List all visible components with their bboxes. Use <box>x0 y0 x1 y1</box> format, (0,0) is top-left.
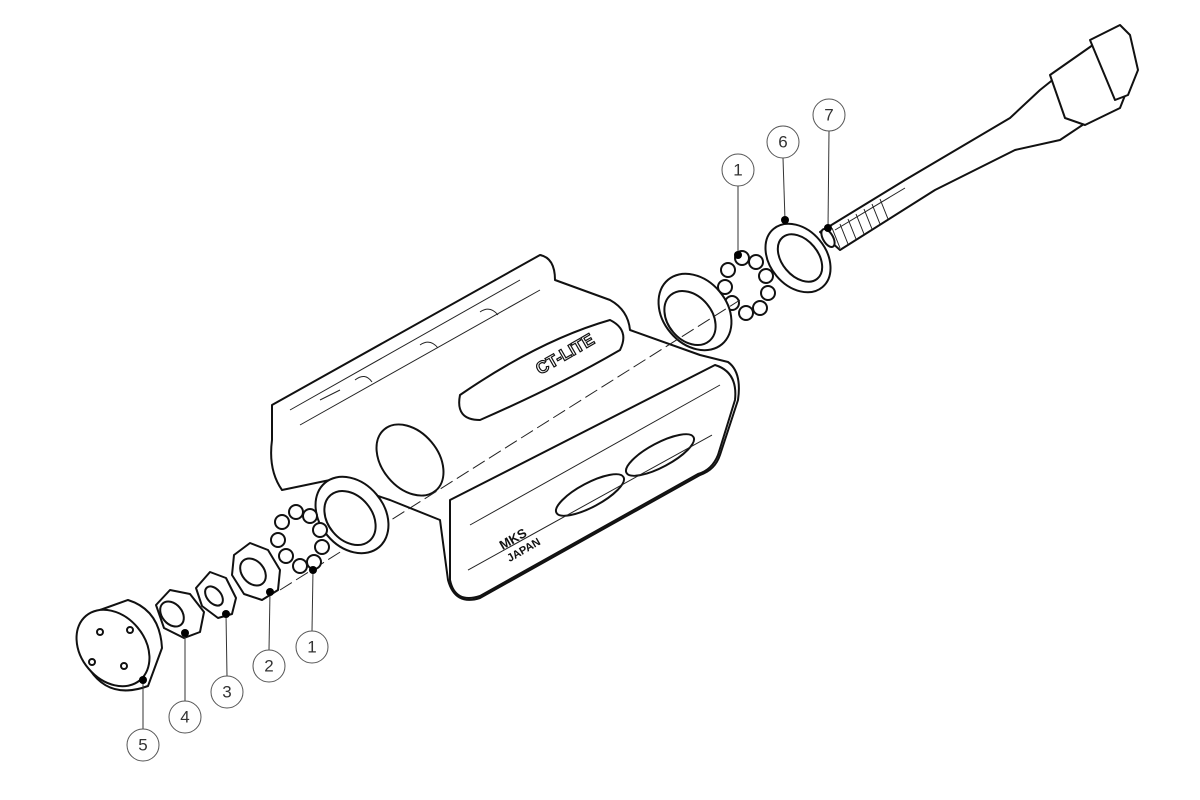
bearing-cup-lower <box>314 475 390 555</box>
ball-bearing-lower <box>270 504 330 574</box>
callout-6: 6 <box>766 125 800 224</box>
cone-nut-part-2 <box>231 542 281 601</box>
callout-4: 4 <box>168 629 202 734</box>
callout-3: 3 <box>210 610 244 709</box>
svg-text:1: 1 <box>307 638 316 657</box>
dust-cap-part-5 <box>75 599 163 692</box>
callout-5: 5 <box>126 676 160 762</box>
washer-part-3 <box>195 571 237 619</box>
spindle <box>819 24 1139 251</box>
svg-text:1: 1 <box>733 161 742 180</box>
svg-text:4: 4 <box>180 708 189 727</box>
svg-text:2: 2 <box>264 657 273 676</box>
lock-nut-part-4 <box>155 589 205 639</box>
callout-2: 2 <box>252 588 286 683</box>
svg-text:3: 3 <box>222 683 231 702</box>
svg-text:7: 7 <box>824 106 833 125</box>
svg-text:5: 5 <box>138 736 147 755</box>
washer-part-6 <box>764 222 832 294</box>
callout-7: 7 <box>812 98 846 232</box>
svg-text:6: 6 <box>778 133 787 152</box>
callout-1-upper: 1 <box>721 153 755 259</box>
pedal-body: CT-LITE MKS JAPAN <box>270 254 741 601</box>
ball-bearing-upper <box>717 250 776 321</box>
callout-1-lower: 1 <box>295 566 329 664</box>
bearing-cup-upper <box>657 272 733 352</box>
